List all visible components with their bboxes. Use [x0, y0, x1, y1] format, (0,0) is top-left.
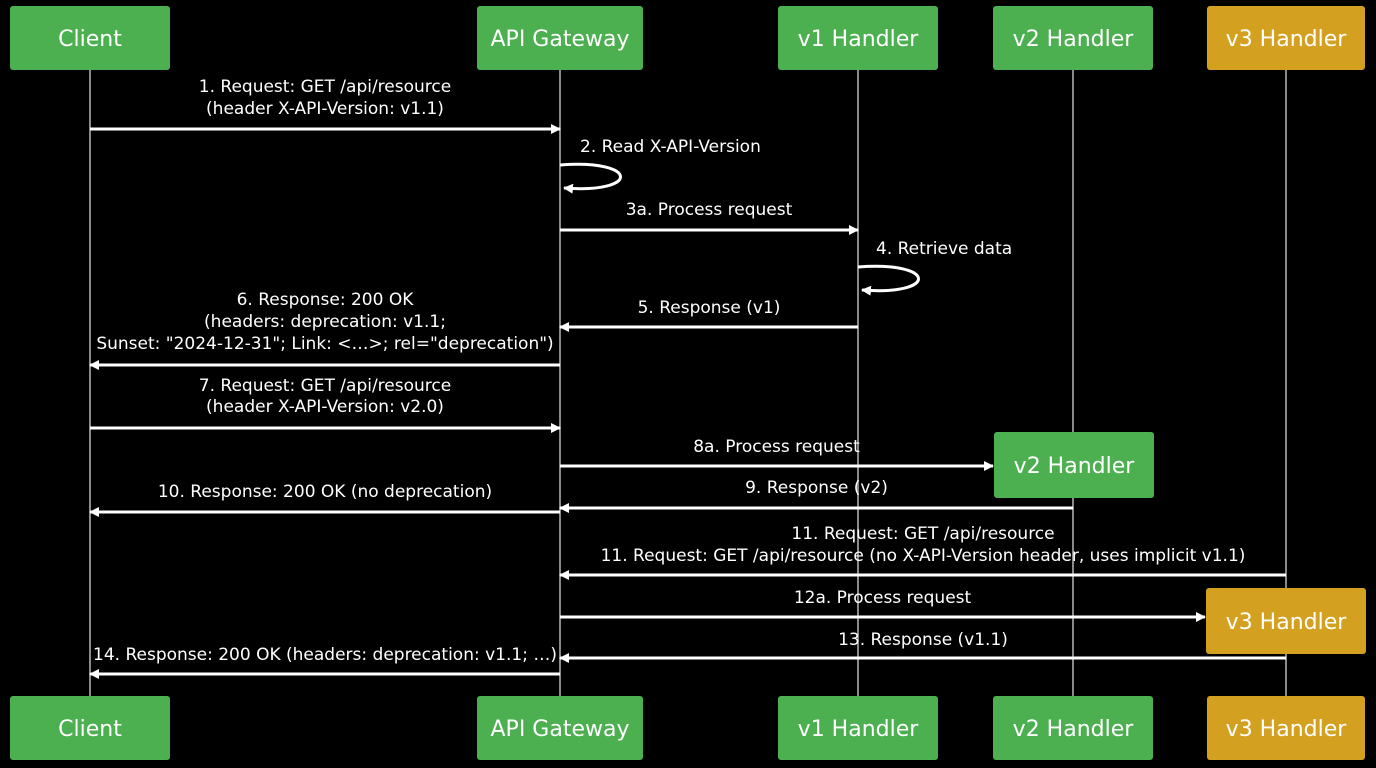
message-m3: 3a. Process request [560, 200, 859, 235]
participant-box [477, 6, 643, 70]
participant-gateway-top: API Gateway [477, 6, 643, 70]
message-label: 3a. Process request [626, 200, 793, 220]
self-message-arrow [857, 264, 920, 296]
message-label: 10. Response: 200 OK (no deprecation) [158, 482, 492, 502]
participant-label: v1 Handler [798, 27, 920, 52]
participant-label: API Gateway [491, 27, 630, 52]
message-label: 2. Read X-API-Version [580, 137, 761, 157]
message-m14: 14. Response: 200 OK (headers: deprecati… [89, 645, 560, 679]
message-m2: 2. Read X-API-Version [559, 137, 761, 194]
message-label: 11. Request: GET /api/resource [791, 524, 1054, 544]
participant-box [10, 696, 170, 760]
participant-box [10, 6, 170, 70]
message-label: 14. Response: 200 OK (headers: deprecati… [93, 645, 557, 665]
participant-label: v2 Handler [1013, 717, 1135, 742]
participant-gateway-bottom: API Gateway [477, 696, 643, 760]
participant-box [477, 696, 643, 760]
message-label: (headers: deprecation: v1.1; [204, 312, 446, 332]
message-label: 8a. Process request [693, 437, 860, 457]
activation-v2: v2 Handler [994, 432, 1154, 498]
participant-box [1207, 696, 1365, 760]
message-label: Sunset: "2024-12-31"; Link: <…>; rel="de… [96, 334, 553, 354]
activation-box [1206, 588, 1366, 654]
participant-label: Client [58, 27, 122, 52]
message-label: 9. Response (v2) [745, 478, 888, 498]
message-label: 7. Request: GET /api/resource [199, 376, 451, 396]
message-label: 5. Response (v1) [638, 298, 781, 318]
participant-v2-top: v2 Handler [993, 6, 1153, 70]
message-label: 11. Request: GET /api/resource (no X-API… [601, 546, 1246, 566]
message-m6: 6. Response: 200 OK(headers: deprecation… [89, 290, 560, 370]
participant-label: v2 Handler [1013, 27, 1135, 52]
participant-label: API Gateway [491, 717, 630, 742]
message-label: 6. Response: 200 OK [237, 290, 415, 310]
activation-label: v3 Handler [1226, 610, 1348, 635]
message-label: 13. Response (v1.1) [838, 630, 1008, 650]
participant-box [778, 696, 938, 760]
message-m1: 1. Request: GET /api/resource(header X-A… [90, 77, 561, 134]
message-m7: 7. Request: GET /api/resource(header X-A… [90, 376, 561, 433]
activation-v3: v3 Handler [1206, 588, 1366, 654]
participant-label: v3 Handler [1226, 27, 1348, 52]
message-label: 1. Request: GET /api/resource [199, 77, 451, 97]
self-message-arrow [559, 162, 622, 194]
participant-box [993, 696, 1153, 760]
message-label: (header X-API-Version: v1.1) [206, 99, 444, 119]
participant-v3-bottom: v3 Handler [1207, 696, 1365, 760]
participant-label: v1 Handler [798, 717, 920, 742]
participant-v2-bottom: v2 Handler [993, 696, 1153, 760]
activation-label: v2 Handler [1014, 454, 1136, 479]
message-m5: 5. Response (v1) [559, 298, 858, 332]
participant-v3-top: v3 Handler [1207, 6, 1365, 70]
message-m12: 12a. Process request [560, 588, 1206, 622]
participant-label: Client [58, 717, 122, 742]
message-m9: 9. Response (v2) [559, 478, 1073, 513]
message-m8: 8a. Process request [560, 437, 994, 471]
message-label: (header X-API-Version: v2.0) [206, 397, 444, 417]
message-label: 12a. Process request [794, 588, 972, 608]
participant-box [993, 6, 1153, 70]
participant-v1-bottom: v1 Handler [778, 696, 938, 760]
message-label: 4. Retrieve data [876, 239, 1012, 259]
participant-client-top: Client [10, 6, 170, 70]
participant-box [778, 6, 938, 70]
participant-v1-top: v1 Handler [778, 6, 938, 70]
message-m4: 4. Retrieve data [857, 239, 1012, 296]
participant-label: v3 Handler [1226, 717, 1348, 742]
participant-client-bottom: Client [10, 696, 170, 760]
message-m13: 13. Response (v1.1) [559, 630, 1286, 663]
participant-box [1207, 6, 1365, 70]
activation-box [994, 432, 1154, 498]
message-m10: 10. Response: 200 OK (no deprecation) [89, 482, 560, 517]
